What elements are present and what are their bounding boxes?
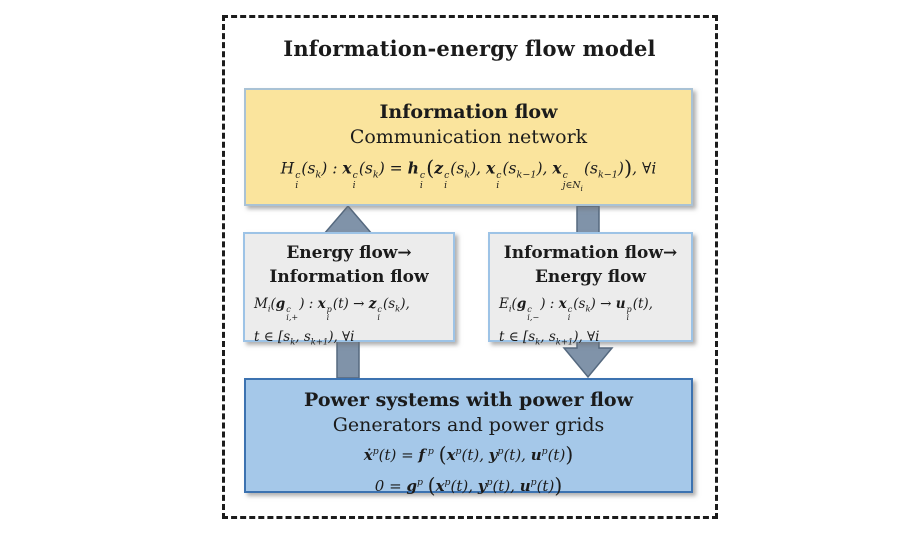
information-to-energy-heading-line1: Information flow→ [503, 243, 678, 263]
communication-network-subheading: Communication network [349, 126, 588, 148]
energy-to-information-heading-line1: Energy flow→ [286, 243, 412, 263]
information-flow-heading: Information flow [379, 101, 558, 123]
power-systems-formula-line2: 0 = gp (xp(t), yp(t), up(t)) [374, 473, 563, 498]
power-systems-formula-line1: ẋp(t) = f p (xp(t), yp(t), up(t)) [363, 442, 574, 467]
energy-to-information-formula-line2: t ∈ [sk, sk+1), ∀i [254, 328, 355, 347]
generators-grids-subheading: Generators and power grids [332, 414, 605, 436]
information-flow-box: Information flow Communication network H… [244, 88, 693, 206]
information-to-energy-heading-line2: Energy flow [534, 267, 647, 287]
energy-to-information-heading-line2: Information flow [269, 267, 429, 287]
diagram-title: Information-energy flow model [283, 36, 656, 61]
model-boundary-frame [222, 15, 718, 519]
power-systems-heading: Power systems with power flow [304, 389, 633, 411]
power-systems-box: Power systems with power flow Generators… [244, 378, 693, 498]
information-to-energy-formula-line2: t ∈ [sk, sk+1), ∀i [499, 328, 600, 347]
